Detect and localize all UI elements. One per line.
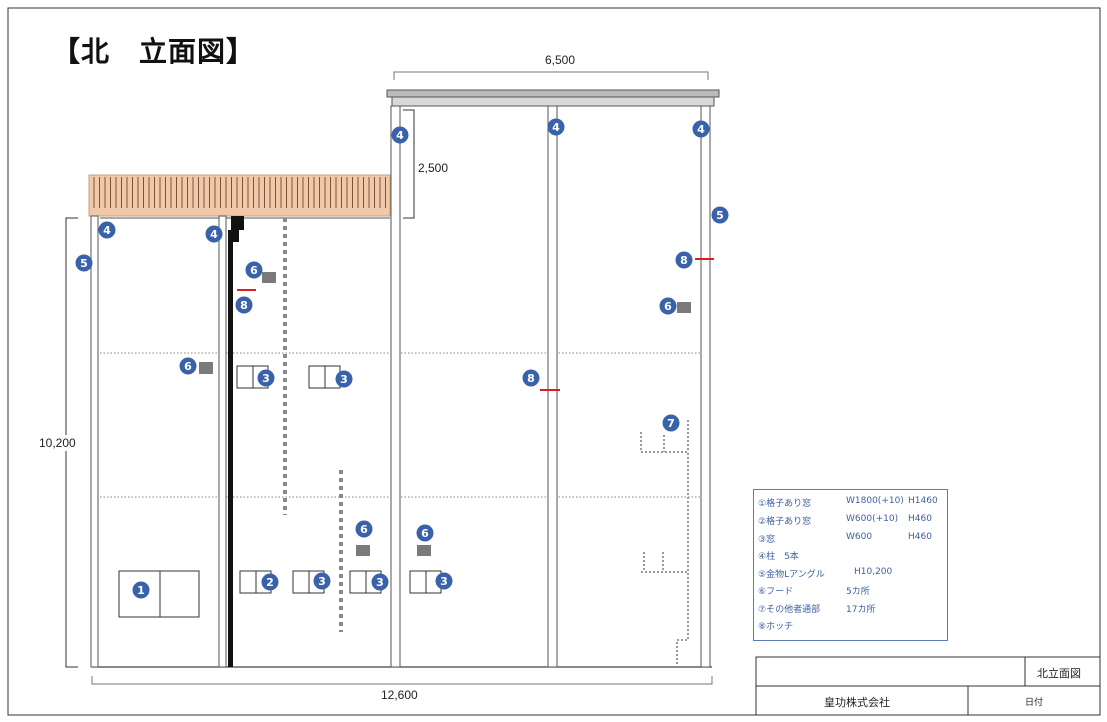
svg-text:7: 7 — [667, 417, 675, 430]
markers: 1 2 3 3 3 3 3 4 4 4 4 4 5 5 6 6 6 6 6 7 8 8 8 — [75, 118, 729, 599]
svg-text:3: 3 — [440, 575, 448, 588]
svg-text:1: 1 — [137, 584, 145, 597]
red-marks — [237, 258, 714, 391]
title-block — [755, 656, 1101, 716]
column-2 — [218, 215, 227, 668]
awning-slats — [93, 177, 386, 208]
marker-8: 8 — [675, 251, 693, 269]
svg-text:8: 8 — [240, 299, 248, 312]
svg-text:4: 4 — [396, 129, 404, 142]
hood-vents — [199, 272, 691, 556]
svg-text:5: 5 — [716, 209, 724, 222]
svg-text:3: 3 — [340, 373, 348, 386]
marker-7: 7 — [662, 414, 680, 432]
marker-3: 3 — [335, 370, 353, 388]
dim-overhang — [403, 109, 415, 219]
svg-text:4: 4 — [210, 228, 218, 241]
marker-3: 3 — [257, 369, 275, 387]
marker-4: 4 — [205, 225, 223, 243]
svg-text:2: 2 — [266, 576, 274, 589]
dim-label-top: 6,500 — [545, 53, 576, 67]
marker-8: 8 — [522, 369, 540, 387]
svg-text:3: 3 — [262, 372, 270, 385]
roof-beam — [391, 96, 715, 107]
svg-text:3: 3 — [376, 576, 384, 589]
drawing-title: 【北 立面図】 — [52, 35, 256, 68]
column-left — [90, 215, 99, 668]
column-4 — [547, 105, 558, 668]
svg-text:6: 6 — [421, 527, 429, 540]
dim-label-width: 12,600 — [381, 688, 418, 702]
roof-slab — [386, 89, 720, 98]
svg-text:5: 5 — [80, 257, 88, 270]
svg-text:4: 4 — [552, 121, 560, 134]
column-right — [700, 105, 711, 668]
column-3 — [390, 105, 401, 668]
svg-text:6: 6 — [184, 360, 192, 373]
title-block-drawing-name: 北立面図 — [1037, 667, 1081, 680]
svg-text:4: 4 — [697, 123, 705, 136]
marker-6: 6 — [179, 357, 197, 375]
marker-6: 6 — [355, 520, 373, 538]
marker-3: 3 — [435, 572, 453, 590]
marker-6: 6 — [416, 524, 434, 542]
drain-elbow — [228, 230, 239, 242]
svg-text:6: 6 — [360, 523, 368, 536]
marker-4: 4 — [391, 126, 409, 144]
sheet-border — [7, 7, 1101, 716]
title-block-company: 皇功株式会社 — [824, 696, 890, 709]
awning — [88, 174, 391, 217]
svg-text:8: 8 — [680, 254, 688, 267]
marker-4: 4 — [692, 120, 710, 138]
drain-pipe — [228, 238, 233, 667]
title-block-date-label: 日付 — [1025, 698, 1044, 708]
svg-text:4: 4 — [103, 224, 111, 237]
svg-text:8: 8 — [527, 372, 535, 385]
marker-8: 8 — [235, 296, 253, 314]
drain-head — [231, 216, 244, 230]
marker-5: 5 — [711, 206, 729, 224]
window-type-2 — [239, 570, 272, 594]
svg-text:3: 3 — [318, 575, 326, 588]
window-type-1 — [118, 570, 200, 618]
marker-4: 4 — [98, 221, 116, 239]
dim-top-width — [393, 71, 709, 80]
svg-text:6: 6 — [664, 300, 672, 313]
dim-label-overhang: 2,500 — [418, 161, 449, 175]
dim-total-width — [91, 676, 713, 685]
marker-6: 6 — [659, 297, 677, 315]
dim-label-height: 10,200 — [39, 435, 76, 451]
marker-2: 2 — [261, 573, 279, 591]
marker-6: 6 — [245, 261, 263, 279]
marker-5: 5 — [75, 254, 93, 272]
marker-3: 3 — [313, 572, 331, 590]
conduit-3 — [640, 420, 689, 665]
marker-1: 1 — [132, 581, 150, 599]
svg-text:6: 6 — [250, 264, 258, 277]
marker-3: 3 — [371, 573, 389, 591]
marker-4: 4 — [547, 118, 565, 136]
